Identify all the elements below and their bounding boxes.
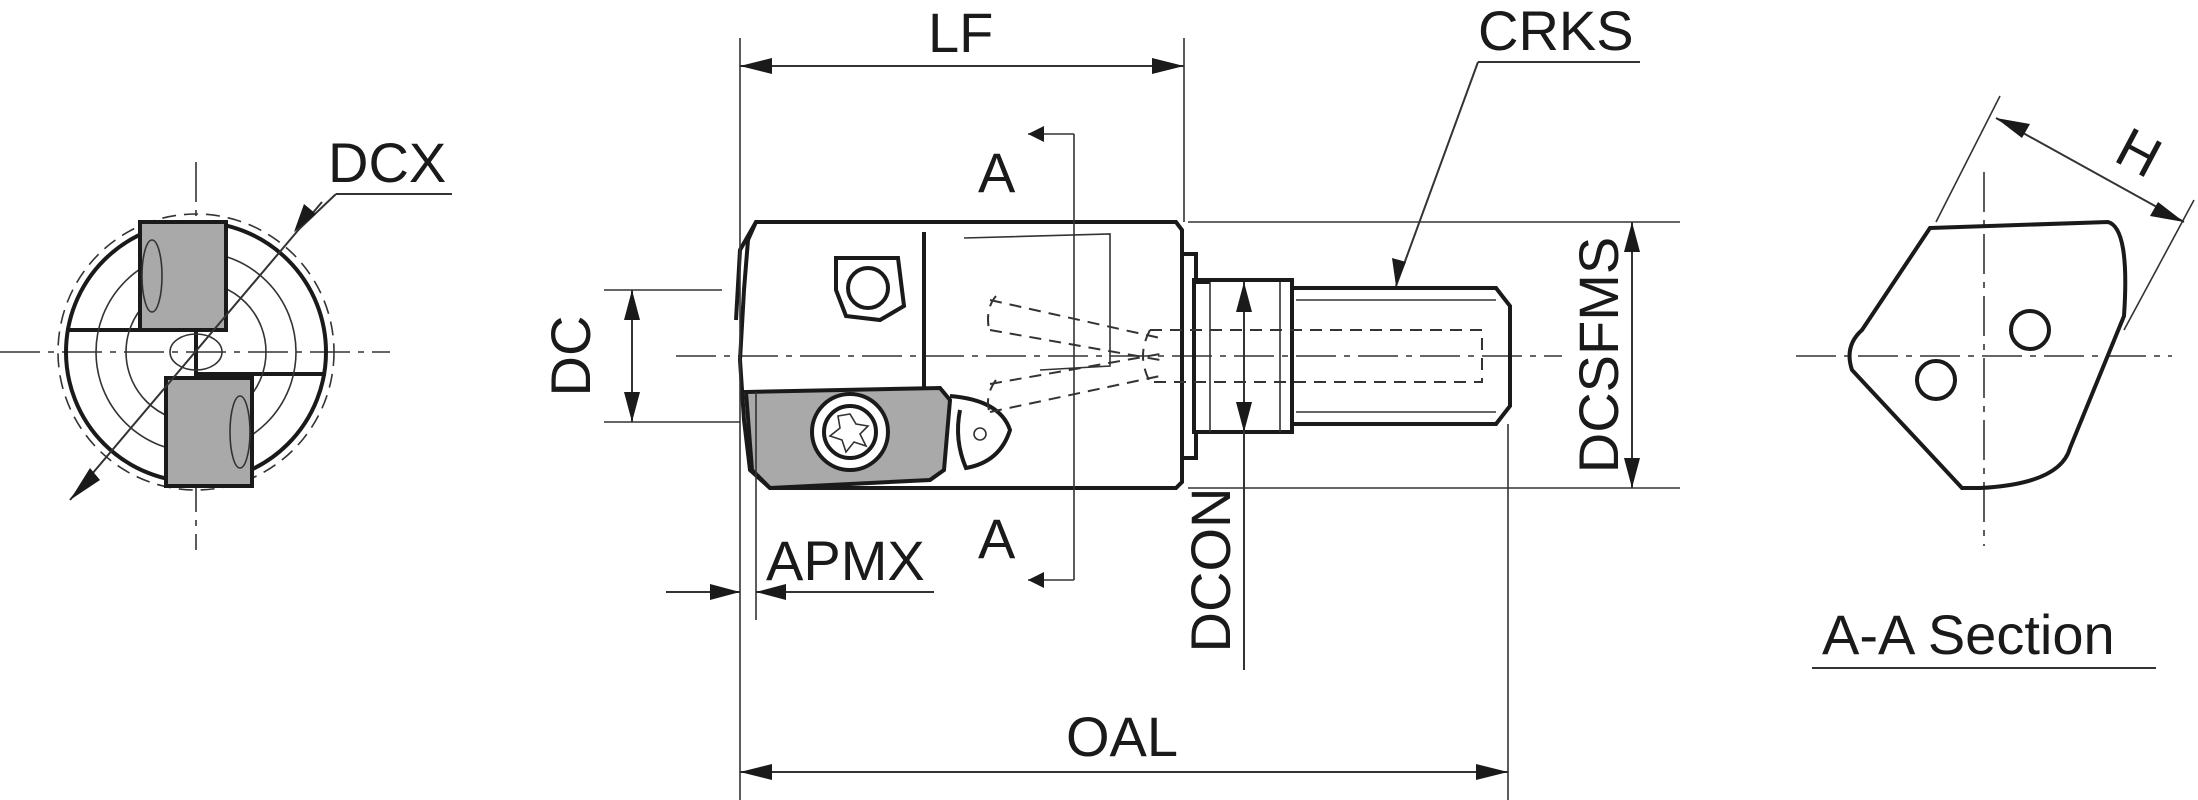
h-extension-left (1935, 95, 2001, 223)
dc-arrow-top (624, 290, 640, 320)
crks-label: CRKS (1478, 0, 1634, 62)
section-arrow-top-head (1028, 126, 1044, 142)
dcx-arrow-bottom (70, 468, 100, 500)
chip-breaker (949, 394, 1013, 471)
oal-arrow-right (1476, 764, 1508, 780)
dcsfms-arrow-bottom (1624, 458, 1640, 488)
hidden-internal-bore (1150, 329, 1483, 383)
torx-star-icon (828, 413, 870, 454)
crks-leader (1395, 61, 1479, 287)
front-view-insert-bottom (164, 376, 254, 488)
section-hole-lower (1915, 359, 1957, 401)
dc-label: DC (539, 316, 602, 397)
dc-arrow-bottom (624, 392, 640, 422)
crks-arrow (1392, 258, 1406, 286)
body-flat-face (963, 233, 1111, 371)
h-extension-right (2123, 199, 2195, 331)
apmx-label: APMX (766, 529, 925, 592)
section-hole-upper (2009, 309, 2051, 351)
section-arrow-bottom-head (1028, 572, 1044, 588)
section-profile (1847, 219, 2128, 490)
section-a-top-label: A (978, 141, 1016, 204)
hidden-channel-junction (1142, 329, 1151, 383)
front-view-screw-top (141, 239, 163, 313)
dcx-diameter-line (69, 201, 323, 501)
torx-screw-inner (822, 404, 878, 460)
hidden-channel-entry-top (987, 295, 997, 335)
front-end-view: DCX (0, 131, 452, 550)
dcx-cutting-circle (57, 213, 335, 491)
front-view-screw-bottom (229, 395, 251, 469)
side-view: CRKS LF A A DC DCSFMS DCON (539, 0, 1680, 800)
lf-arrow-right (1152, 58, 1184, 74)
chip-breaker-dot (973, 427, 987, 441)
front-view-coolant-hole (169, 333, 223, 371)
top-pocket (834, 256, 907, 323)
dcsfms-arrow-top (1624, 222, 1640, 252)
hidden-channel-entry-bottom (987, 379, 997, 415)
neck-fillet-bottom (1182, 432, 1198, 460)
apmx-arrow-left-head (710, 584, 740, 600)
hidden-channel-upper-2 (989, 329, 1161, 361)
section-view: H A-A Section (1796, 95, 2195, 669)
neck-fillet-top (1182, 252, 1198, 282)
h-arrow-right (2150, 202, 2184, 222)
top-pocket-hole (846, 266, 890, 310)
dcon-arrow-top (1236, 282, 1252, 312)
lf-label: LF (928, 1, 993, 64)
dcon-label: DCON (1179, 488, 1242, 653)
h-arrow-left (1996, 118, 2030, 138)
apmx-arrow-right-head (756, 584, 786, 600)
front-view-insert-top (138, 220, 228, 332)
hidden-channel-lower (989, 353, 1161, 385)
dcon-arrow-bottom (1236, 402, 1252, 432)
lf-arrow-left (740, 58, 772, 74)
dcx-arrow-top (294, 204, 316, 232)
section-a-bottom-label: A (978, 507, 1016, 570)
hidden-channel-upper (989, 299, 1161, 339)
threaded-shank (1290, 286, 1512, 426)
dcx-leader (295, 193, 337, 233)
oal-arrow-left (740, 764, 772, 780)
dcsfms-label: DCSFMS (1567, 237, 1630, 473)
h-label: H (2106, 115, 2171, 190)
oal-label: OAL (1066, 705, 1178, 768)
dcx-label: DCX (328, 131, 446, 194)
hidden-channel-lower-2 (989, 375, 1161, 413)
h-dimension-line (1995, 117, 2185, 223)
section-title: A-A Section (1822, 603, 2115, 666)
